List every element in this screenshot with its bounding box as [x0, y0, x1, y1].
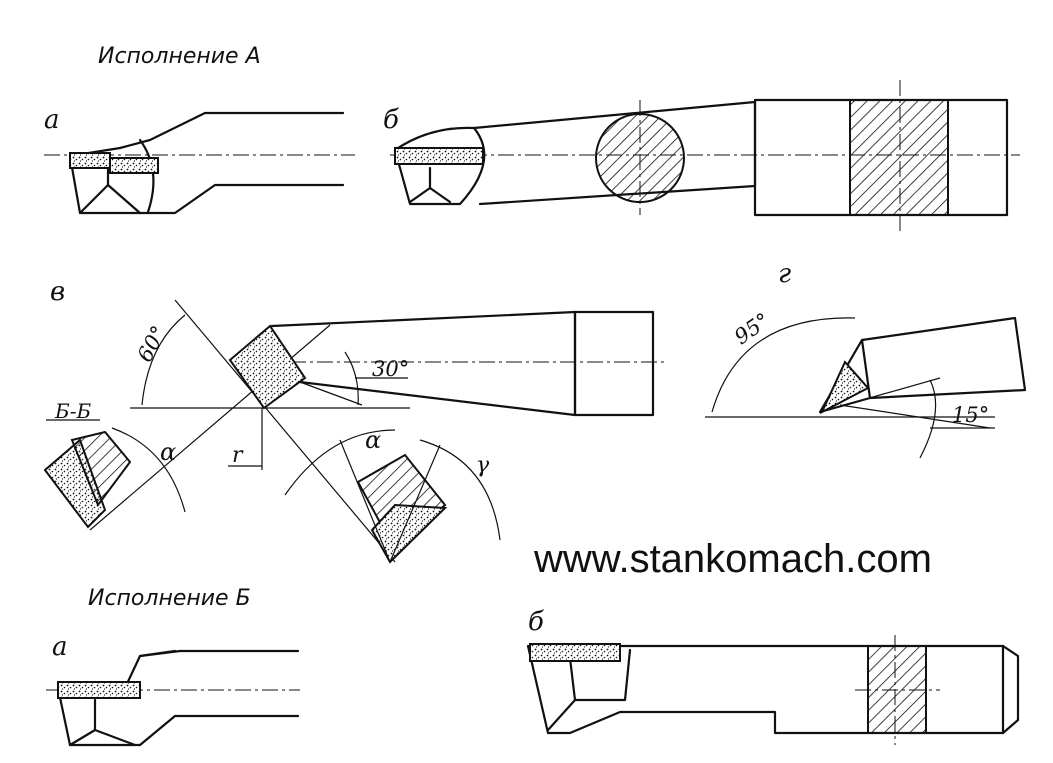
section-label: Б-Б	[54, 399, 91, 423]
tool-b-bottom	[526, 635, 1020, 745]
angle-60-label: 60°	[133, 322, 172, 366]
label-a-bottom: а	[52, 632, 68, 662]
gamma-label: γ	[476, 453, 490, 478]
tool-v	[43, 299, 665, 564]
alpha-left-label: α	[160, 438, 176, 466]
angle-30-label: 30°	[372, 357, 409, 381]
radius-label: r	[232, 443, 244, 468]
label-g: г	[778, 259, 791, 289]
alpha-right-label: α	[365, 426, 381, 454]
watermark-url: www.stankomach.com	[533, 537, 932, 581]
label-b-bottom: б	[528, 607, 544, 637]
tool-a-bottom	[46, 649, 300, 747]
angle-95-label: 95°	[730, 308, 774, 349]
label-b-top: б	[383, 105, 399, 135]
label-v: в	[50, 277, 65, 307]
tool-b-top	[390, 80, 1020, 232]
tool-a-top	[44, 111, 355, 215]
tool-g	[705, 316, 1027, 459]
title-version-a: Исполнение А	[98, 44, 261, 69]
angle-15-label: 15°	[952, 403, 989, 427]
title-version-b: Исполнение Б	[88, 586, 251, 611]
label-a-top: а	[44, 105, 60, 135]
